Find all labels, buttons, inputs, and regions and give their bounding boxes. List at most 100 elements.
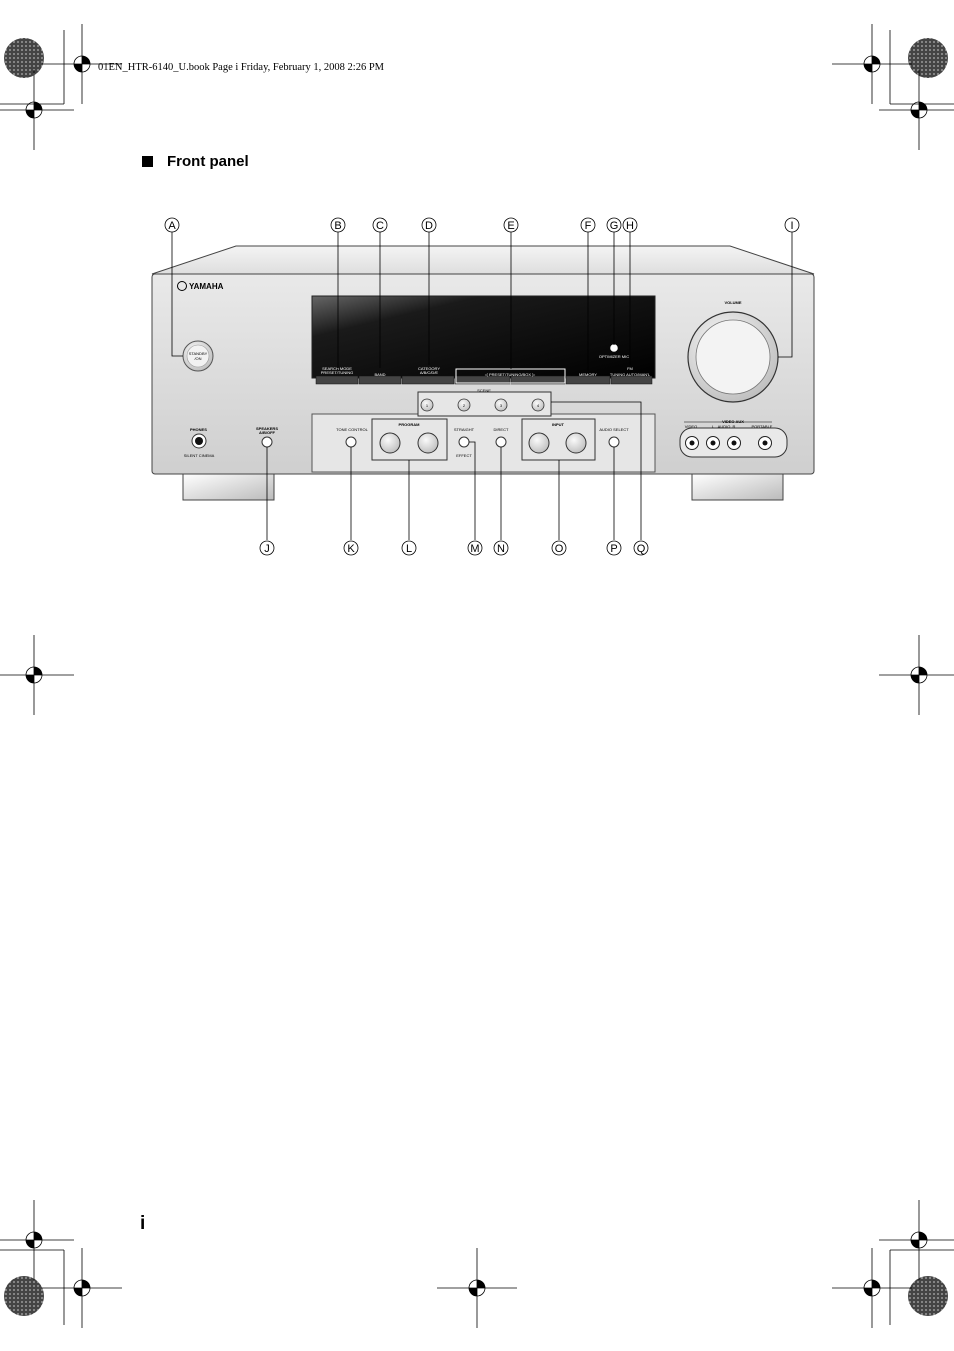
tone-control-label: TONE CONTROL	[336, 427, 368, 432]
scene-frame	[417, 391, 552, 417]
optimizer-mic-jack	[610, 344, 618, 352]
band-label: BAND	[374, 372, 385, 377]
star-target-icon	[908, 38, 948, 78]
program-frame	[371, 418, 448, 461]
video-aux-label: VIDEO AUX	[722, 419, 744, 424]
callout-h-letter: H	[626, 220, 634, 232]
yamaha-logo-icon	[177, 281, 187, 291]
straight-label: STRAIGHT	[454, 427, 475, 432]
section-title-text: Front panel	[167, 153, 249, 170]
file-info-header: 01EN_HTR-6140_U.book Page i Friday, Febr…	[98, 62, 385, 73]
memory-label: MEMORY	[579, 372, 597, 377]
audio-label: AUDIO	[718, 424, 731, 429]
callout-n	[493, 540, 509, 556]
callout-q	[633, 540, 649, 556]
direct-label: DIRECT	[494, 427, 509, 432]
callout-b-letter: B	[334, 220, 341, 232]
tone-control-button	[345, 436, 357, 448]
callout-i	[784, 217, 800, 233]
input-right-knob	[565, 432, 587, 454]
effect-label: EFFECT	[456, 453, 472, 458]
category-label: CATEGORY	[418, 366, 440, 371]
star-target-icon	[908, 1276, 948, 1316]
bullet-square-icon	[142, 156, 153, 167]
speakers-label: SPEAKERS	[256, 426, 278, 431]
star-target-icon	[4, 1276, 44, 1316]
left-foot	[182, 473, 275, 501]
scene-2-label: 2	[463, 403, 466, 408]
silent-cinema-label: SILENT CINEMA	[184, 453, 215, 458]
input-frame	[521, 418, 596, 461]
direct-button	[495, 436, 507, 448]
speakers-ab-label: A/B/OFF	[259, 430, 276, 435]
callout-a-letter: A	[168, 220, 176, 232]
fm-tuning-label: TUNING AUTO/MAN'L	[610, 372, 651, 377]
star-target-icon	[4, 38, 44, 78]
callout-d-letter: D	[425, 220, 433, 232]
scene-3-label: 3	[500, 403, 503, 408]
scene-4-button	[531, 398, 545, 412]
right-foot	[691, 473, 784, 501]
callout-q-letter: Q	[637, 543, 646, 555]
callout-e	[503, 217, 519, 233]
scene-4-label: 4	[537, 403, 540, 408]
callout-a	[164, 217, 180, 233]
callout-i-letter: I	[790, 220, 793, 232]
input-left-knob	[528, 432, 550, 454]
search-mode-sub-label: PRESET/TUNING	[321, 370, 353, 375]
section-title: Front panel	[142, 153, 249, 170]
callout-k	[343, 540, 359, 556]
callout-o	[551, 540, 567, 556]
page-number: i	[140, 1213, 146, 1234]
callout-g	[606, 217, 622, 233]
speakers-button	[261, 436, 273, 448]
callout-p-letter: P	[610, 543, 617, 555]
scene-3-button	[494, 398, 508, 412]
callout-c-letter: C	[376, 220, 384, 232]
input-label: INPUT	[552, 422, 565, 427]
callout-e-letter: E	[507, 220, 514, 232]
fm-label: FM	[627, 366, 633, 371]
program-label: PROGRAM	[399, 422, 421, 427]
straight-button	[458, 436, 470, 448]
callout-l-letter: L	[406, 543, 412, 555]
video-label: VIDEO	[685, 424, 697, 429]
leader-lines	[171, 232, 793, 540]
scene-1-button	[420, 398, 434, 412]
callout-m-letter: M	[470, 543, 479, 555]
callout-l	[401, 540, 417, 556]
callout-g-letter: G	[610, 220, 619, 232]
preset-tuning-frame	[455, 368, 566, 384]
program-left-knob	[379, 432, 401, 454]
tuner-button-row	[315, 375, 653, 385]
callout-n-letter: N	[497, 543, 505, 555]
callout-b	[330, 217, 346, 233]
phones-label: PHONES	[190, 427, 207, 432]
optimizer-mic-label: OPTIMIZER MIC	[599, 354, 629, 359]
scene-2-button	[457, 398, 471, 412]
callout-d	[421, 217, 437, 233]
audio-select-button	[608, 436, 620, 448]
scene-1-label: 1	[426, 403, 429, 408]
volume-label: VOLUME	[724, 300, 741, 305]
standby-label: STANDBY	[189, 351, 208, 356]
audio-select-label: AUDIO SELECT	[599, 427, 629, 432]
program-right-knob	[417, 432, 439, 454]
preset-tuning-label: ◁ PRESET/TUNING/BOX ▷	[485, 372, 536, 377]
callout-f-letter: F	[585, 220, 592, 232]
category-sub-label: A/B/C/D/E	[420, 370, 439, 375]
portable-label: PORTABLE	[752, 424, 773, 429]
callout-p	[606, 540, 622, 556]
callout-k-letter: K	[347, 543, 355, 555]
search-mode-label: SEARCH MODE	[322, 366, 352, 371]
scene-label: SCENE	[477, 388, 491, 393]
display-window	[311, 295, 656, 379]
r-label: R	[733, 424, 736, 429]
callout-o-letter: O	[555, 543, 564, 555]
callout-f	[580, 217, 596, 233]
l-label: L	[712, 424, 715, 429]
control-panel	[311, 413, 656, 473]
callout-j-letter: J	[264, 543, 270, 555]
